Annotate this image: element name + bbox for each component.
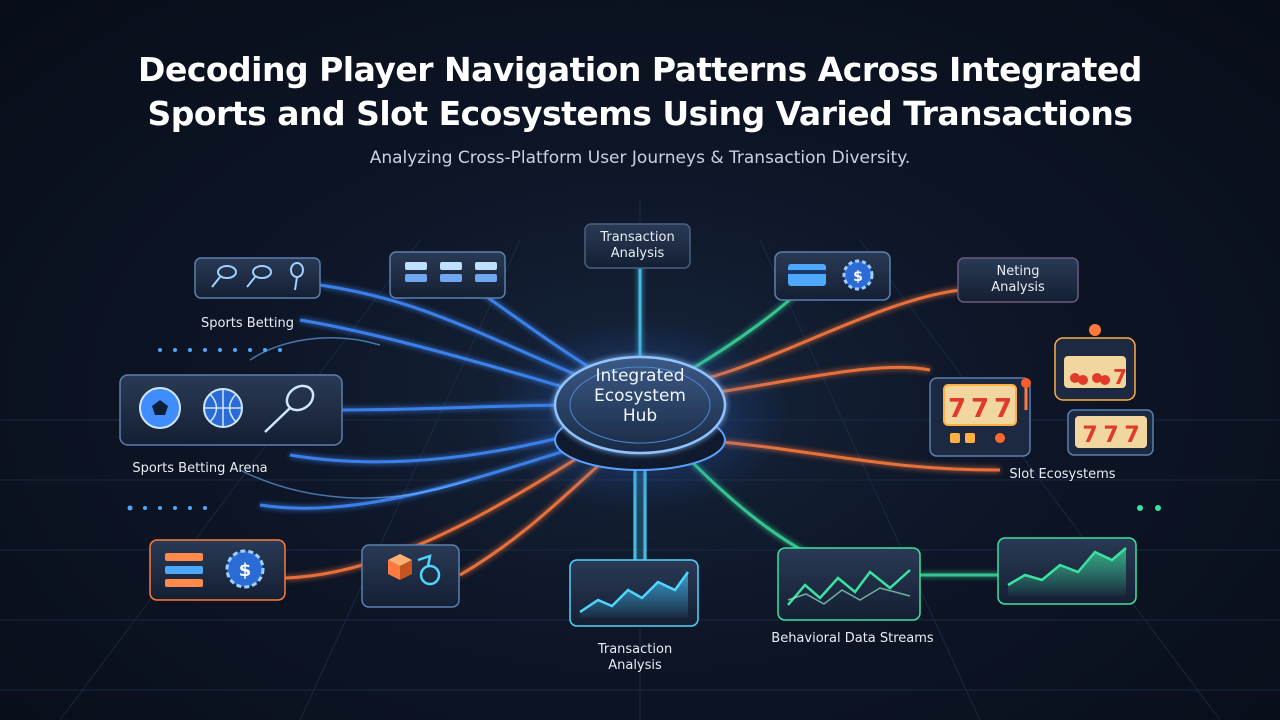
neting-analysis-panel[interactable] [957, 257, 1079, 303]
svg-text:$: $ [239, 560, 252, 581]
hub-label: Integrated Ecosystem Hub [560, 366, 720, 426]
basketball-icon [203, 388, 243, 428]
currency-chip-icon: $ [225, 549, 265, 589]
transaction-analysis-bottom-line-1: Transaction [597, 642, 673, 657]
title-line-1: Decoding Player Navigation Patterns Acro… [138, 50, 1142, 89]
neting-analysis-label: Neting Analysis [958, 261, 1078, 299]
svg-text:$: $ [853, 269, 863, 285]
currency-chip-icon: $ [842, 259, 874, 291]
svg-text:7: 7 [994, 394, 1012, 424]
transaction-analysis-top-line-1: Transaction [600, 230, 675, 245]
slot-machine-large[interactable]: 7 7 7 [929, 377, 1031, 457]
svg-text:7: 7 [1124, 423, 1139, 448]
sports-betting-label: Sports Betting [200, 316, 295, 331]
transaction-analysis-bottom-line-2: Analysis [608, 658, 662, 673]
title-line-2: Sports and Slot Ecosystems Using Varied … [147, 94, 1133, 133]
slot-machine-top[interactable]: 7 [1054, 324, 1136, 401]
transaction-analysis-top-panel[interactable] [584, 223, 691, 269]
transfer-arrows-icon [417, 554, 441, 586]
page-title: Decoding Player Navigation Patterns Acro… [0, 48, 1280, 136]
transaction-chart-panel[interactable] [569, 559, 699, 627]
transaction-analysis-top-label: Transaction Analysis [585, 227, 690, 265]
hub[interactable] [490, 320, 790, 510]
slot-ecosystems-label: Slot Ecosystems [1009, 467, 1116, 482]
sports-betting-arena-label: Sports Betting Arena [132, 461, 268, 476]
tennis-racket-icon [211, 262, 304, 291]
slot-machine-bottom[interactable]: 7 7 7 [1067, 409, 1154, 456]
hub-label-line-3: Hub [622, 406, 658, 426]
transaction-analysis-bottom-label: Transaction Analysis [565, 639, 705, 677]
cards-panel[interactable] [389, 251, 506, 299]
dotted-streams [127, 348, 1161, 511]
stream-chart-panel[interactable] [997, 537, 1137, 605]
behavioral-data-streams-label: Behavioral Data Streams [771, 631, 934, 646]
behavioral-chart-panel[interactable] [777, 547, 921, 621]
transaction-analysis-top-line-2: Analysis [610, 246, 665, 261]
soccer-ball-icon [139, 387, 181, 429]
hub-label-line-2: Ecosystem [594, 386, 686, 406]
neting-analysis-line-1: Neting [996, 264, 1040, 279]
sports-arena-panel[interactable] [119, 374, 343, 446]
svg-text:7: 7 [1082, 423, 1097, 448]
svg-text:7: 7 [948, 394, 966, 424]
cube-icon [388, 554, 412, 580]
tennis-racket-icon [264, 384, 315, 433]
blocks-panel[interactable] [361, 544, 460, 608]
card-chip-panel[interactable]: $ [774, 251, 891, 301]
svg-text:7: 7 [1113, 365, 1127, 389]
payment-panel[interactable]: $ [149, 539, 286, 601]
svg-text:7: 7 [1103, 423, 1118, 448]
sports-icons-panel[interactable] [194, 257, 321, 299]
hub-label-line-1: Integrated [595, 366, 685, 386]
svg-text:7: 7 [971, 394, 989, 424]
cherry-icon [1070, 373, 1110, 385]
page-subtitle: Analyzing Cross-Platform User Journeys &… [369, 148, 911, 168]
neting-analysis-line-2: Analysis [991, 280, 1045, 295]
